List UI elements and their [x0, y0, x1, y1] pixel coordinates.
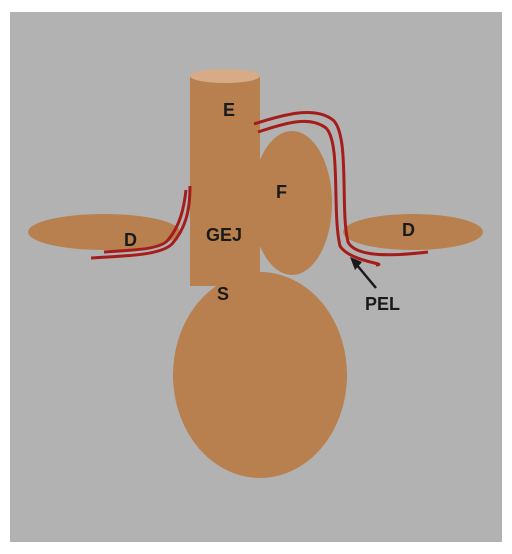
label-stomach: S — [217, 284, 229, 304]
label-gej: GEJ — [206, 225, 242, 245]
label-esophagus: E — [223, 100, 235, 120]
label-fundus: F — [276, 182, 287, 202]
label-diaphragm-right: D — [402, 220, 415, 240]
pel-arrow-line — [356, 264, 376, 288]
label-diaphragm-left: D — [124, 230, 137, 250]
fundus — [252, 131, 332, 275]
esophagus-opening — [190, 69, 260, 83]
stomach — [173, 272, 347, 478]
label-pel: PEL — [365, 294, 400, 314]
